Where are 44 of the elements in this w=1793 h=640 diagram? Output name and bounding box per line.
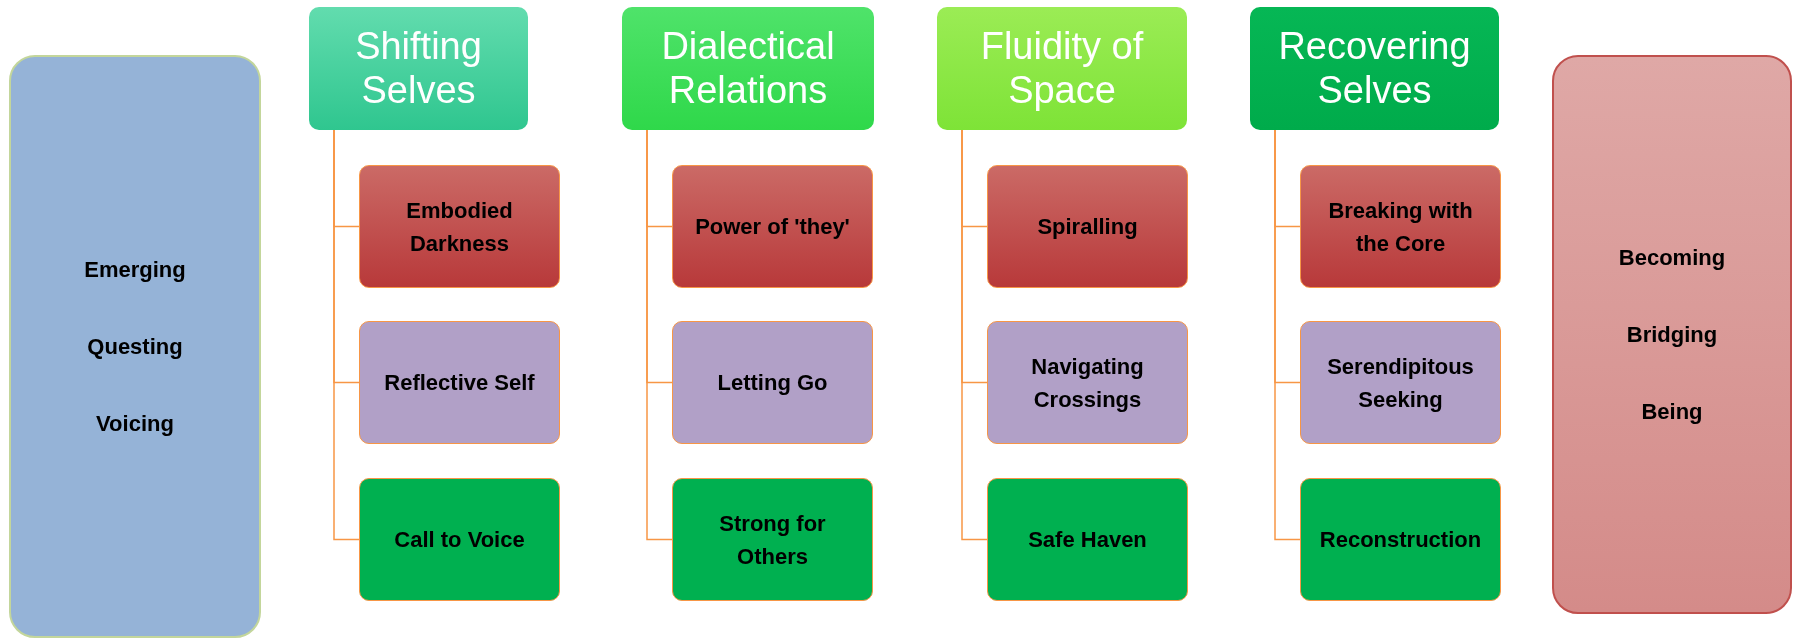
subtheme-box xyxy=(359,478,560,601)
subtheme-label: Embodied Darkness xyxy=(405,196,514,258)
category-header xyxy=(309,7,528,130)
subtheme-label: Navigating Crossings xyxy=(1030,352,1145,414)
theme-panel xyxy=(9,55,261,638)
subtheme-box xyxy=(1300,321,1501,444)
theme-panel xyxy=(1552,55,1792,614)
theme-label: Voicing xyxy=(95,410,175,438)
category-header xyxy=(1250,7,1499,130)
subtheme-box xyxy=(672,478,873,601)
connector-line xyxy=(333,129,360,541)
connector-line xyxy=(1274,129,1301,541)
subtheme-box xyxy=(1300,478,1501,601)
theme-label: Bridging xyxy=(1625,321,1719,349)
subtheme-label: Breaking with the Core xyxy=(1327,196,1474,258)
header-text: Shifting Selves xyxy=(354,24,483,113)
subtheme-label: Reflective Self xyxy=(383,369,536,397)
category-header xyxy=(937,7,1187,130)
theme-label: Emerging xyxy=(83,256,187,284)
header-text: Recovering Selves xyxy=(1277,24,1472,113)
category-header xyxy=(622,7,874,130)
subtheme-box xyxy=(672,165,873,288)
theme-label: Becoming xyxy=(1617,244,1727,272)
subtheme-label: Letting Go xyxy=(716,369,829,397)
subtheme-box xyxy=(987,165,1188,288)
subtheme-label: Power of 'they' xyxy=(694,213,851,241)
subtheme-box xyxy=(1300,165,1501,288)
theme-label: Being xyxy=(1640,398,1704,426)
subtheme-box xyxy=(672,321,873,444)
connector-line xyxy=(961,129,988,541)
subtheme-label: Reconstruction xyxy=(1318,526,1483,554)
subtheme-box xyxy=(359,165,560,288)
subtheme-box xyxy=(987,321,1188,444)
subtheme-box xyxy=(987,478,1188,601)
theme-label: Questing xyxy=(86,333,184,361)
subtheme-label: Strong for Others xyxy=(718,509,827,571)
subtheme-label: Spiralling xyxy=(1036,213,1139,241)
subtheme-label: Serendipitous Seeking xyxy=(1326,352,1475,414)
subtheme-box xyxy=(359,321,560,444)
subtheme-label: Safe Haven xyxy=(1027,526,1148,554)
connector-line xyxy=(646,129,673,541)
header-text: Fluidity of Space xyxy=(979,24,1145,113)
header-text: Dialectical Relations xyxy=(660,24,836,113)
subtheme-label: Call to Voice xyxy=(393,526,526,554)
